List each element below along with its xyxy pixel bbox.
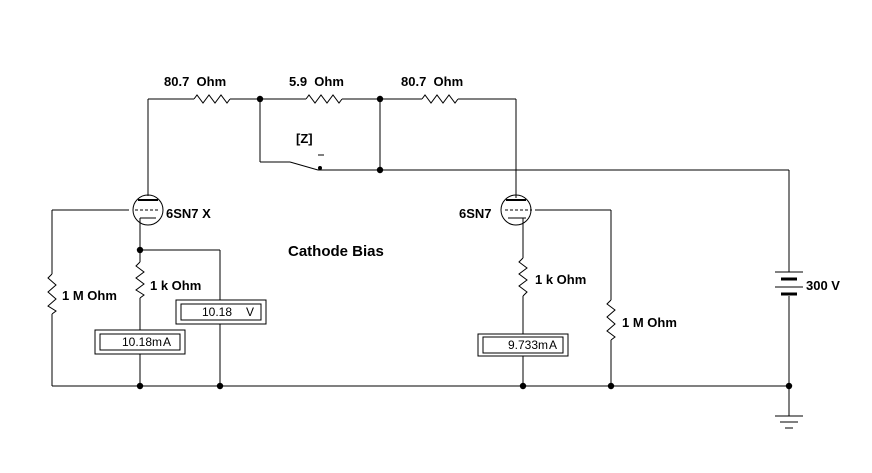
tube-right	[500, 194, 532, 226]
battery	[775, 271, 803, 296]
wires	[51, 98, 790, 416]
switch-z[interactable]	[289, 154, 324, 171]
resistor-top-right	[421, 94, 459, 104]
label-resistor-cathode-right: 1 k Ohm	[535, 272, 586, 287]
resistor-top-mid	[305, 94, 343, 104]
label-resistor-cathode-left: 1 k Ohm	[150, 278, 201, 293]
voltmeter: 10.18 V	[175, 299, 267, 325]
label-switch-key: [Z]	[296, 131, 313, 146]
label-resistor-top-right: 80.7 Ohm	[401, 74, 463, 89]
resistor-cathode-left	[135, 261, 145, 299]
resistor-cathode-right	[518, 257, 528, 297]
label-resistor-grid-right: 1 M Ohm	[622, 315, 677, 330]
label-resistor-top-left: 80.7 Ohm	[164, 74, 226, 89]
ground-symbol	[775, 415, 803, 429]
label-battery: 300 V	[806, 278, 840, 293]
ammeter-left: 10.18m A	[94, 329, 186, 355]
ammeter-right-unit: A	[549, 338, 557, 352]
junctions	[136, 95, 793, 390]
label-tube-left: 6SN7 X	[166, 206, 211, 221]
voltmeter-unit: V	[246, 305, 254, 319]
tube-left	[132, 194, 164, 226]
ammeter-right: 9.733m A	[477, 333, 569, 357]
voltmeter-value: 10.18	[202, 305, 232, 319]
label-resistor-grid-left: 1 M Ohm	[62, 288, 117, 303]
label-resistor-top-mid: 5.9 Ohm	[289, 74, 344, 89]
ammeter-right-value: 9.733m	[508, 338, 548, 352]
ammeter-left-value: 10.18m	[122, 335, 162, 349]
diagram-title: Cathode Bias	[288, 243, 384, 260]
resistor-grid-left	[47, 273, 57, 315]
label-tube-right: 6SN7	[459, 206, 492, 221]
resistor-grid-right	[606, 299, 616, 341]
ammeter-left-unit: A	[163, 335, 171, 349]
resistor-top-left	[193, 94, 231, 104]
